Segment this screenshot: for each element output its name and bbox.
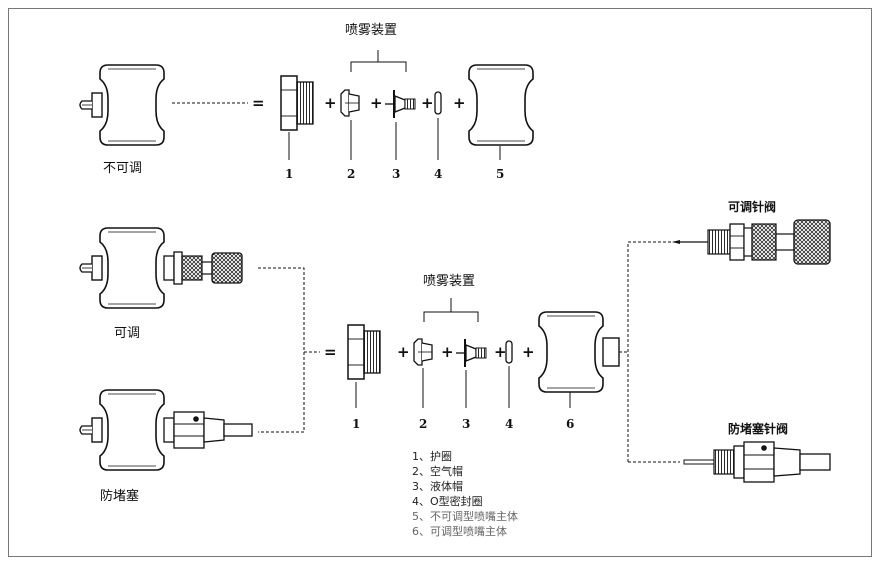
legend-item-5: 5、不可调型喷嘴主体 xyxy=(412,509,518,523)
retaining-ring-part1-bottom xyxy=(347,324,381,380)
o-ring-part4-bottom xyxy=(505,340,513,364)
adjustable-body-part6 xyxy=(538,311,620,393)
adjustable-needle-valve-label: 可调针阀 xyxy=(728,199,776,214)
liquid-cap-part3-bottom xyxy=(455,338,487,368)
part-number-4-top: 4 xyxy=(434,167,442,181)
non-adjustable-body-part5 xyxy=(468,64,534,146)
air-cap-part2-top xyxy=(340,89,360,117)
anti-clog-needle-valve-label: 防堵塞针阀 xyxy=(728,421,788,436)
part-number-2-bottom: 2 xyxy=(419,417,427,431)
spray-device-label-top: 喷雾装置 xyxy=(345,23,397,38)
equals-sign-bottom: = xyxy=(324,343,337,361)
assembled-anti-clog-nozzle xyxy=(79,389,253,471)
equals-sign-top: = xyxy=(252,94,265,112)
plus-sign: + xyxy=(453,94,466,112)
plus-sign: + xyxy=(421,94,434,112)
parts-legend: 1、护圈 2、空气帽 3、液体帽 4、O型密封圈 5、不可调型喷嘴主体 6、可调… xyxy=(412,449,518,538)
part-number-5-top: 5 xyxy=(496,167,504,181)
part-number-6-bottom: 6 xyxy=(566,417,574,431)
plus-sign: + xyxy=(441,343,454,361)
plus-sign: + xyxy=(522,343,535,361)
part-number-4-bottom: 4 xyxy=(505,417,513,431)
non-adjustable-label: 不可调 xyxy=(103,161,142,176)
anti-clog-label: 防堵塞 xyxy=(100,488,139,504)
adjustable-needle-valve xyxy=(672,219,831,265)
part-number-3-bottom: 3 xyxy=(462,417,470,431)
retaining-ring-part1-top xyxy=(280,75,314,131)
plus-sign: + xyxy=(370,94,383,112)
spray-device-label-bottom: 喷雾装置 xyxy=(423,274,475,289)
o-ring-part4-top xyxy=(434,91,442,115)
liquid-cap-part3-top xyxy=(384,89,416,119)
legend-item-6: 6、可调型喷嘴主体 xyxy=(412,524,507,538)
plus-sign: + xyxy=(397,343,410,361)
assembled-non-adjustable-nozzle xyxy=(79,64,165,146)
air-cap-part2-bottom xyxy=(413,338,433,366)
plus-sign: + xyxy=(494,343,507,361)
anti-clog-needle-valve xyxy=(683,441,831,483)
adjustable-label: 可调 xyxy=(114,326,140,341)
legend-item-3: 3、液体帽 xyxy=(412,479,463,493)
part-number-3-top: 3 xyxy=(392,167,400,181)
legend-item-1: 1、护圈 xyxy=(412,449,452,463)
legend-item-4: 4、O型密封圈 xyxy=(412,494,483,508)
part-number-1-bottom: 1 xyxy=(352,417,360,431)
diagram-frame xyxy=(8,8,872,557)
assembled-adjustable-nozzle xyxy=(79,227,243,309)
legend-item-2: 2、空气帽 xyxy=(412,464,463,478)
plus-sign: + xyxy=(324,94,337,112)
part-number-1-top: 1 xyxy=(285,167,293,181)
part-number-2-top: 2 xyxy=(347,167,355,181)
